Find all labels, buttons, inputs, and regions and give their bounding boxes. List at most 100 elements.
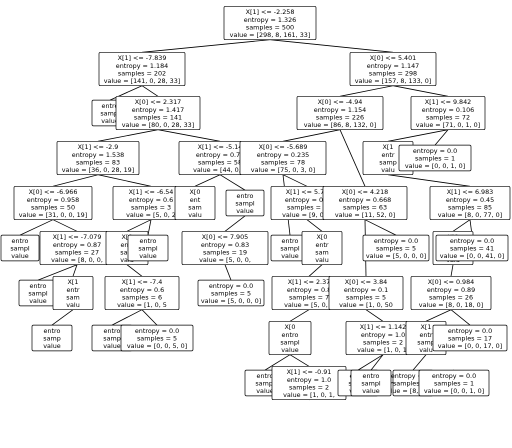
tree-node-box	[296, 95, 384, 131]
tree-node-line: sam	[315, 248, 328, 256]
tree-node-line: X[0] <= 0.984	[428, 278, 475, 286]
tree-node-line: value = [8, 0, 0, 0]	[383, 387, 443, 395]
tree-node-line: entro	[282, 237, 299, 245]
tree-edge	[109, 85, 143, 101]
tree-node-line: samples = 141	[134, 113, 182, 121]
tree-edge	[157, 129, 221, 142]
tree-node-line: value = [0, 0, 41, 0]	[440, 252, 504, 260]
tree-node-line: valu	[315, 256, 329, 264]
tree-node-line: samples = 2	[289, 383, 329, 391]
tree-edge	[224, 215, 246, 232]
tree-node-box	[410, 95, 486, 131]
tree-node-line: X[0	[317, 233, 328, 241]
tree-node-line: entropy = 0.0	[432, 372, 476, 380]
tree-node-box	[104, 275, 180, 311]
tree-node-box	[52, 275, 94, 311]
tree-node-line: X[0	[190, 188, 201, 196]
tree-node-box	[120, 324, 194, 352]
tree-edge	[364, 219, 397, 236]
tree-node-line: entropy = 0.0	[391, 372, 435, 380]
tree-node-box	[322, 185, 408, 221]
tree-node-line: X[0] <= 3.84	[345, 278, 387, 286]
tree-node-line: entropy = 1.417	[132, 106, 184, 114]
tree-edge	[141, 85, 159, 97]
tree-node-line: entropy = 0.0	[450, 237, 494, 245]
tree-node-line: X[1] <= -5.14	[198, 143, 243, 151]
tree-node-line: value = [141, 0, 28, 33]	[104, 77, 181, 85]
tree-node-box	[56, 140, 140, 176]
tree-node-line: samp	[43, 335, 61, 343]
tree-edge	[434, 129, 449, 146]
tree-node-line: ent	[190, 196, 201, 204]
tree-edge	[219, 174, 246, 191]
tree-node-line: entropy = 0.8	[287, 286, 331, 294]
tree-node-line: samples = 5	[211, 290, 251, 298]
tree-node-line: X[1] <= 9.842	[425, 98, 472, 106]
tree-node-box	[98, 51, 186, 87]
tree-edge	[387, 129, 449, 142]
tree-node-line: X[0] <= -6.966	[29, 188, 78, 196]
tree-node-line: value = [157, 8, 133, 0]	[355, 77, 432, 85]
tree-node-line: samples = 8	[393, 380, 433, 388]
tree-node-line: samples = 5	[346, 293, 386, 301]
tree-node-line: value = [0, 0, 1, 0]	[405, 162, 465, 170]
tree-node-line: entropy = 0.8	[285, 196, 329, 204]
tree-node-line: value = [1, 0, 5	[117, 301, 167, 309]
tree-node-box	[435, 234, 509, 262]
tree-node-line: value = [75, 0, 3, 0]	[251, 166, 315, 174]
tree-node-line: X[1] <= 1.142	[360, 323, 407, 331]
tree-edge	[52, 219, 78, 232]
tree-edge	[141, 309, 158, 326]
tree-node-line: value = [5, 0, 0, 0]	[201, 297, 261, 305]
tree-node-line: samples = 500	[246, 23, 294, 31]
tree-node-line: X[0] <= 4.218	[342, 188, 389, 196]
tree-node-line: value = [11, 52, 0]	[335, 211, 395, 219]
tree-node-box	[362, 234, 430, 262]
tree-node-line: X[0] <= 5.401	[370, 54, 417, 62]
tree-node-line: entr	[120, 241, 133, 249]
tree-node-line: samples = 3	[131, 203, 171, 211]
tree-node-box	[398, 144, 472, 172]
tree-edge	[450, 264, 454, 277]
tree-node-line: entropy = 0.0	[209, 282, 253, 290]
tree-node-line: value = [80, 0, 28, 33]	[122, 121, 195, 129]
tree-node-line: samples = 27	[55, 248, 99, 256]
tree-node-line: entropy = 0.0	[135, 327, 179, 335]
tree-node-line: X[1] <= 6.983	[447, 188, 494, 196]
tree-node-line: value = [298, 8, 161, 33]	[230, 31, 311, 39]
tree-node-line: samples = 41	[450, 245, 494, 253]
tree-node-box	[268, 320, 312, 356]
tree-edge	[19, 219, 54, 236]
tree-node-line: value = [0, 0, 5, 0]	[127, 342, 187, 350]
tree-node-line: valu	[381, 166, 395, 174]
tree-node-line: value = [0, 0, 1, 0]	[424, 387, 484, 395]
tree-node-line: entropy = 0.106	[422, 106, 474, 114]
tree-node-box	[223, 5, 317, 41]
tree-node-line: value = [8, 0, 18, 0]	[419, 301, 483, 309]
tree-node-box	[181, 230, 269, 266]
tree-node-line: entro	[237, 192, 254, 200]
tree-node-line: samples = 298	[369, 69, 417, 77]
tree-node-line: samples = 85	[448, 203, 492, 211]
tree-node-line: sam	[188, 203, 201, 211]
tree-node-line: X[1] <= -2.258	[246, 8, 295, 16]
tree-node-line: samp	[417, 338, 435, 346]
tree-node-line: X[1] <= -2.9	[78, 143, 119, 151]
tree-edge	[126, 219, 152, 232]
tree-node-line: X[1] <= 5.78	[286, 188, 328, 196]
tree-node-line: X[1] <= 2.37	[288, 278, 330, 286]
